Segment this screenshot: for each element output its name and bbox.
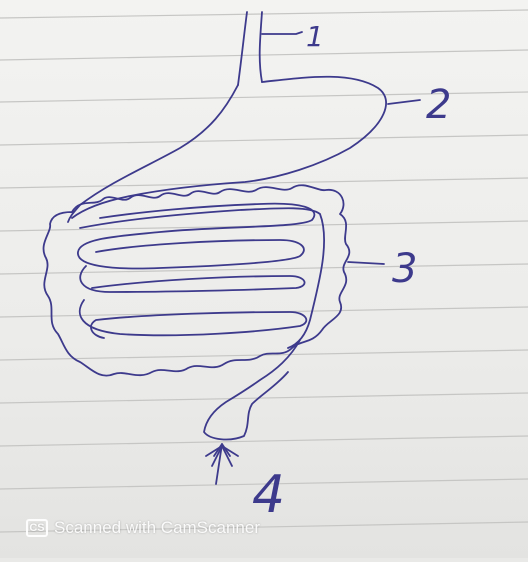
label-2: 2	[426, 82, 451, 128]
leader-line-1	[262, 32, 302, 34]
label-1: 1	[306, 20, 324, 53]
watermark-text: Scanned with CamScanner	[54, 518, 260, 538]
leader-line-2	[388, 100, 420, 104]
camscanner-logo: CS	[26, 519, 48, 537]
camscanner-watermark: CS Scanned with CamScanner	[26, 516, 260, 540]
leader-line-3	[348, 262, 384, 264]
esophagus	[238, 12, 262, 85]
stomach	[68, 77, 386, 222]
anus-arrow-icon	[206, 444, 238, 484]
label-3: 3	[392, 246, 417, 292]
